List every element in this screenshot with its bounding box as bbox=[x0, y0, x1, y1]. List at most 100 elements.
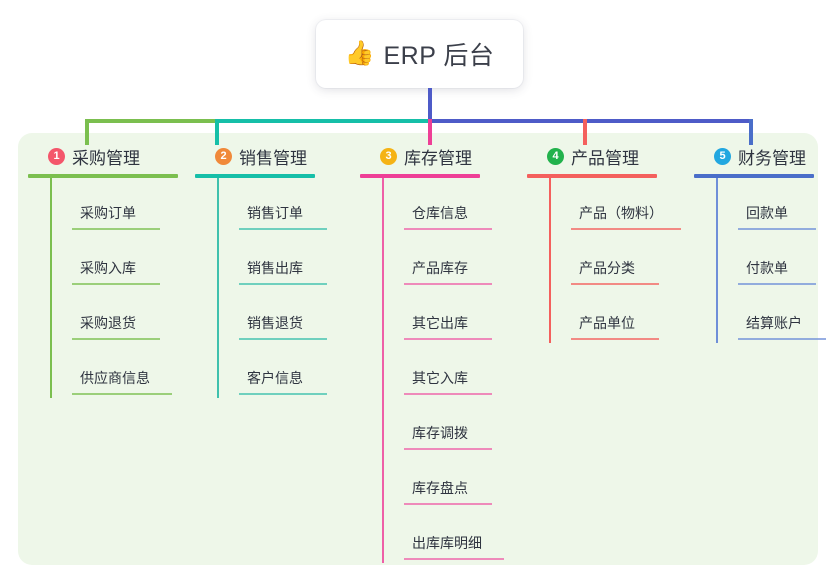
leaf-node[interactable]: 其它出库 bbox=[382, 288, 492, 343]
root-title: ERP 后台 bbox=[383, 42, 495, 70]
leaf-node[interactable]: 产品库存 bbox=[382, 233, 492, 288]
leaf-label: 出库库明细 bbox=[412, 535, 482, 551]
leaf-node[interactable]: 客户信息 bbox=[217, 343, 327, 398]
leaf-label: 产品库存 bbox=[412, 260, 468, 276]
leaf-node[interactable]: 仓库信息 bbox=[382, 178, 492, 233]
branch-underline bbox=[360, 174, 480, 178]
branch-title: 财务管理 bbox=[738, 148, 806, 168]
leaf-underline bbox=[72, 228, 160, 230]
leaf-underline bbox=[72, 338, 160, 340]
leaf-underline bbox=[404, 338, 492, 340]
connector-leg-5 bbox=[749, 119, 753, 145]
branch-items: 回款单付款单结算账户 bbox=[694, 178, 826, 343]
branch-title: 采购管理 bbox=[72, 148, 140, 168]
leaf-node[interactable]: 其它入库 bbox=[382, 343, 492, 398]
root-stem-connector bbox=[428, 88, 432, 121]
leaf-label: 库存盘点 bbox=[412, 480, 468, 496]
branch-number-badge: 5 bbox=[714, 147, 731, 165]
thumbs-up-icon: 👍 bbox=[344, 40, 375, 67]
leaf-underline bbox=[72, 283, 160, 285]
branch-underline bbox=[28, 174, 178, 178]
branch-spine bbox=[716, 178, 718, 343]
branch-title: 库存管理 bbox=[404, 148, 472, 168]
branch-items: 产品（物料） 产品分类产品单位 bbox=[527, 178, 681, 343]
leaf-node[interactable]: 回款单 bbox=[716, 178, 816, 233]
branch-number-badge: 1 bbox=[48, 147, 65, 165]
leaf-node[interactable]: 采购入库 bbox=[50, 233, 178, 288]
connector-leg-2 bbox=[215, 119, 219, 145]
branch-number-badge: 3 bbox=[380, 147, 397, 165]
connector-bar-segment-3 bbox=[428, 119, 753, 123]
leaf-node[interactable]: 付款单 bbox=[716, 233, 816, 288]
leaf-label: 其它入库 bbox=[412, 370, 468, 386]
leaf-node[interactable]: 采购订单 bbox=[50, 178, 178, 233]
leaf-label: 采购订单 bbox=[80, 205, 136, 221]
leaf-node[interactable]: 结算账户 bbox=[716, 288, 826, 343]
leaf-node[interactable]: 销售退货 bbox=[217, 288, 327, 343]
leaf-label: 客户信息 bbox=[247, 370, 303, 386]
leaf-label: 采购入库 bbox=[80, 260, 136, 276]
branch-财务管理[interactable]: 5 财务管理回款单付款单结算账户 bbox=[694, 143, 826, 343]
connector-leg-4 bbox=[583, 119, 587, 145]
leaf-label: 结算账户 bbox=[746, 315, 802, 331]
branches-background-panel bbox=[18, 133, 818, 565]
branch-header[interactable]: 1 采购管理 bbox=[28, 143, 178, 169]
leaf-label: 回款单 bbox=[746, 205, 788, 221]
connector-leg-3 bbox=[428, 119, 432, 145]
branch-underline bbox=[195, 174, 315, 178]
branch-number-badge: 4 bbox=[547, 147, 564, 165]
leaf-node[interactable]: 库存调拨 bbox=[382, 398, 492, 453]
connector-bar-segment-1 bbox=[85, 119, 218, 123]
connector-leg-1 bbox=[85, 119, 89, 145]
leaf-label: 采购退货 bbox=[80, 315, 136, 331]
leaf-underline bbox=[404, 503, 492, 505]
leaf-underline bbox=[571, 228, 681, 230]
branch-title: 销售管理 bbox=[239, 148, 307, 168]
leaf-node[interactable]: 销售出库 bbox=[217, 233, 327, 288]
leaf-label: 供应商信息 bbox=[80, 370, 150, 386]
branch-库存管理[interactable]: 3 库存管理仓库信息产品库存其它出库其它入库库存调拨库存盘点出库库明细 bbox=[360, 143, 504, 563]
leaf-label: 产品分类 bbox=[579, 260, 635, 276]
leaf-label: 产品（物料） bbox=[579, 205, 663, 221]
branch-spine bbox=[549, 178, 551, 343]
leaf-node[interactable]: 采购退货 bbox=[50, 288, 178, 343]
leaf-underline bbox=[72, 393, 172, 395]
branch-header[interactable]: 5 财务管理 bbox=[694, 143, 814, 169]
leaf-underline bbox=[738, 338, 826, 340]
leaf-node[interactable]: 产品（物料） bbox=[549, 178, 681, 233]
leaf-node[interactable]: 出库库明细 bbox=[382, 508, 504, 563]
leaf-node[interactable]: 产品分类 bbox=[549, 233, 659, 288]
leaf-node[interactable]: 销售订单 bbox=[217, 178, 327, 233]
branch-items: 仓库信息产品库存其它出库其它入库库存调拨库存盘点出库库明细 bbox=[360, 178, 504, 563]
leaf-label: 其它出库 bbox=[412, 315, 468, 331]
branch-title: 产品管理 bbox=[571, 148, 639, 168]
leaf-underline bbox=[239, 338, 327, 340]
leaf-node[interactable]: 产品单位 bbox=[549, 288, 659, 343]
leaf-node[interactable]: 库存盘点 bbox=[382, 453, 492, 508]
branch-spine bbox=[50, 178, 52, 398]
leaf-underline bbox=[738, 228, 816, 230]
leaf-label: 付款单 bbox=[746, 260, 788, 276]
leaf-node[interactable]: 供应商信息 bbox=[50, 343, 178, 398]
leaf-underline bbox=[404, 448, 492, 450]
branch-采购管理[interactable]: 1 采购管理采购订单采购入库采购退货供应商信息 bbox=[28, 143, 178, 398]
branch-items: 销售订单销售出库销售退货客户信息 bbox=[195, 178, 327, 398]
leaf-underline bbox=[571, 283, 659, 285]
branch-spine bbox=[382, 178, 384, 563]
leaf-label: 仓库信息 bbox=[412, 205, 468, 221]
leaf-underline bbox=[404, 558, 504, 560]
leaf-label: 销售退货 bbox=[247, 315, 303, 331]
leaf-underline bbox=[404, 228, 492, 230]
leaf-underline bbox=[571, 338, 659, 340]
branch-header[interactable]: 4 产品管理 bbox=[527, 143, 657, 169]
leaf-label: 产品单位 bbox=[579, 315, 635, 331]
leaf-label: 销售出库 bbox=[247, 260, 303, 276]
branch-items: 采购订单采购入库采购退货供应商信息 bbox=[28, 178, 178, 398]
root-node[interactable]: 👍 ERP 后台 bbox=[316, 20, 523, 88]
leaf-underline bbox=[404, 393, 492, 395]
branch-header[interactable]: 3 库存管理 bbox=[360, 143, 480, 169]
branch-产品管理[interactable]: 4 产品管理产品（物料） 产品分类产品单位 bbox=[527, 143, 681, 343]
